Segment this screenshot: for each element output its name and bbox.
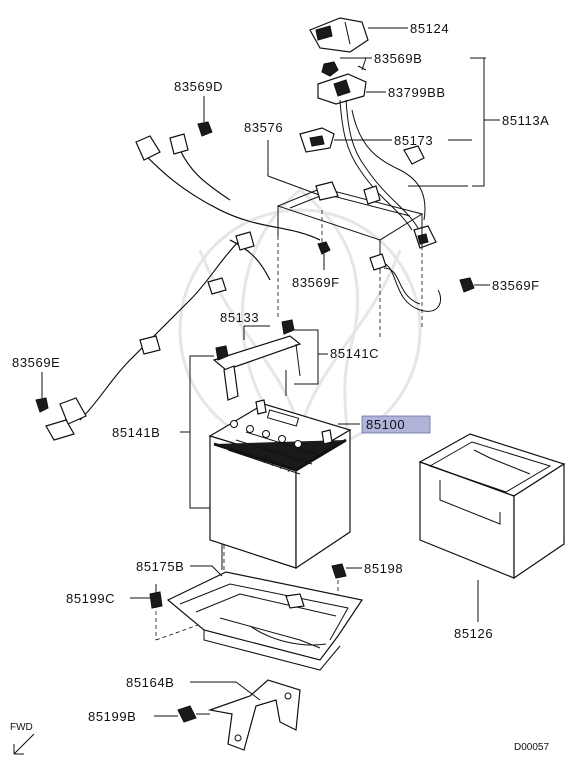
nut-83569F-left[interactable] <box>317 241 331 255</box>
bolt-85199B[interactable] <box>177 705 210 723</box>
label-83569F-right: 83569F <box>492 278 540 293</box>
nut-83569F-right[interactable] <box>459 277 475 293</box>
label-85199C: 85199C <box>66 591 115 606</box>
nut-83569B[interactable] <box>321 61 339 77</box>
bolt-83569D[interactable] <box>197 121 213 137</box>
label-85199B: 85199B <box>88 709 136 724</box>
diagram-code: D00057 <box>514 742 549 753</box>
terminal-frame <box>276 181 424 270</box>
cable-85113A[interactable] <box>339 99 437 249</box>
bolt-83569E[interactable] <box>35 397 49 413</box>
fwd-arrow-icon <box>13 733 35 755</box>
guide-lines <box>155 210 423 641</box>
label-83569D: 83569D <box>174 79 223 94</box>
label-83576: 83576 <box>244 120 283 135</box>
label-85113A: 85113A <box>502 113 549 128</box>
label-85198: 85198 <box>364 561 403 576</box>
label-85126: 85126 <box>454 626 493 641</box>
battery-85100[interactable] <box>208 399 352 570</box>
fwd-label: FWD <box>10 722 33 733</box>
bolt-85199C[interactable] <box>149 584 163 609</box>
label-85175B: 85175B <box>136 559 184 574</box>
label-85173: 85173 <box>394 133 433 148</box>
ground-cable[interactable] <box>369 253 442 312</box>
terminal-cover-85124[interactable] <box>309 17 369 53</box>
clip-85198[interactable] <box>331 563 347 579</box>
label-85141C: 85141C <box>330 346 379 361</box>
highlight-85100 <box>361 415 431 434</box>
harness-cable[interactable] <box>45 133 321 441</box>
label-85124: 85124 <box>410 21 449 36</box>
label-85164B: 85164B <box>126 675 174 690</box>
clamp-85133[interactable] <box>212 319 302 401</box>
terminal-83799BB[interactable] <box>317 57 367 105</box>
battery-tray-85175B[interactable] <box>166 571 363 671</box>
label-85141B: 85141B <box>112 425 160 440</box>
label-85100: 85100 <box>366 417 405 432</box>
label-83569E: 83569E <box>12 355 60 370</box>
label-85133: 85133 <box>220 310 259 325</box>
label-83799BB: 83799BB <box>388 85 446 100</box>
battery-cover-85126[interactable] <box>418 433 566 580</box>
terminal-85173[interactable] <box>299 127 335 153</box>
bracket-85164B[interactable] <box>207 679 301 751</box>
label-83569B: 83569B <box>374 51 422 66</box>
label-83569F-left: 83569F <box>292 275 340 290</box>
